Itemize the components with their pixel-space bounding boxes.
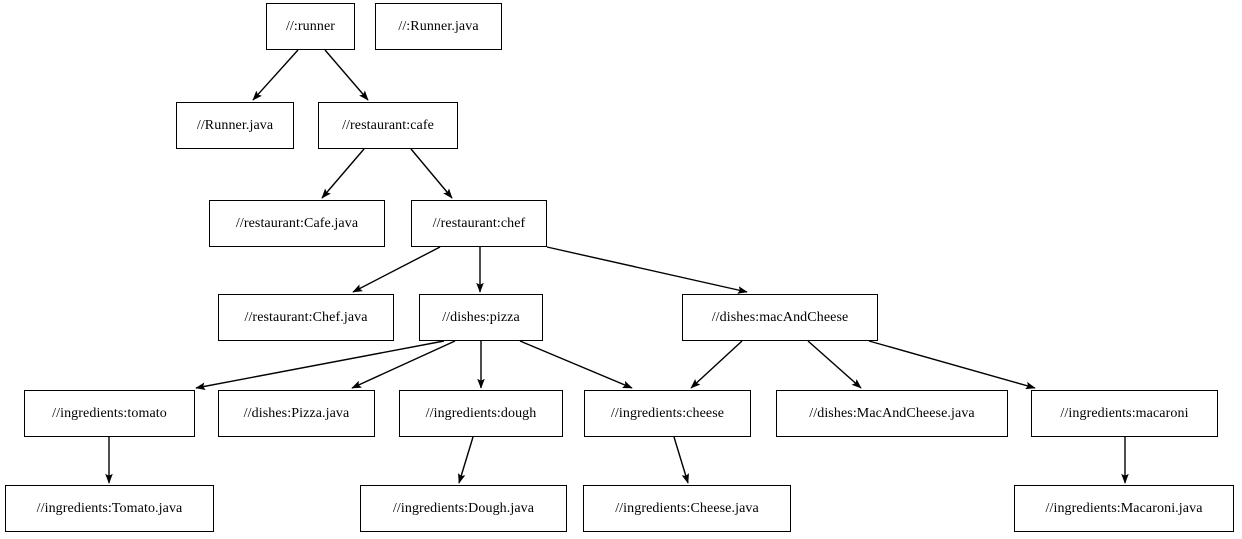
graph-edge-dishes_pizza-to-ing_cheese [519, 340, 633, 389]
graph-node-label: //ingredients:Cheese.java [615, 500, 759, 516]
graph-node-ing_cheese[interactable]: //ingredients:cheese [584, 390, 751, 437]
graph-edge-runner-to-runner_java [252, 49, 299, 101]
graph-node-label: //dishes:pizza [442, 309, 520, 325]
graph-edge-dishes_mac-to-dishes_mac_java [807, 340, 862, 389]
graph-node-runner_java[interactable]: //Runner.java [176, 102, 294, 149]
graph-edge-dishes_pizza-to-dishes_pizza_java [351, 340, 456, 389]
graph-node-label: //:runner [285, 18, 336, 34]
graph-node-label: //restaurant:Cafe.java [235, 215, 359, 231]
graph-edge-restaurant_cafe-to-restaurant_cafe_java [321, 148, 365, 199]
graph-node-ing_dough_java[interactable]: //ingredients:Dough.java [360, 485, 567, 532]
graph-node-dishes_mac[interactable]: //dishes:macAndCheese [682, 294, 878, 341]
graph-node-ing_macaroni_java[interactable]: //ingredients:Macaroni.java [1014, 485, 1234, 532]
graph-node-label: //dishes:MacAndCheese.java [809, 405, 975, 421]
graph-node-dishes_mac_java[interactable]: //dishes:MacAndCheese.java [776, 390, 1008, 437]
graph-edge-dishes_pizza-to-ing_tomato [195, 340, 445, 391]
graph-node-label: //ingredients:cheese [610, 405, 725, 421]
graph-node-ing_tomato[interactable]: //ingredients:tomato [24, 390, 195, 437]
graph-node-root_runner_java[interactable]: //:Runner.java [375, 3, 502, 50]
graph-node-ing_dough[interactable]: //ingredients:dough [399, 390, 563, 437]
graph-edge-restaurant_chef-to-dishes_mac [546, 246, 748, 294]
graph-edge-runner-to-restaurant_cafe [324, 49, 369, 101]
graph-node-label: //ingredients:tomato [52, 405, 167, 421]
graph-edge-restaurant_cafe-to-restaurant_chef [410, 148, 453, 199]
graph-node-ing_cheese_java[interactable]: //ingredients:Cheese.java [583, 485, 791, 532]
graph-edge-dishes_mac-to-ing_macaroni [868, 340, 1036, 390]
graph-node-ing_macaroni[interactable]: //ingredients:macaroni [1031, 390, 1218, 437]
graph-node-runner[interactable]: //:runner [266, 3, 355, 50]
graph-node-label: //restaurant:Chef.java [244, 309, 368, 325]
graph-node-label: //ingredients:Dough.java [392, 500, 535, 516]
graph-edge-dishes_mac-to-ing_cheese [690, 340, 743, 389]
graph-node-restaurant_chef_java[interactable]: //restaurant:Chef.java [218, 294, 394, 341]
graph-node-restaurant_cafe_java[interactable]: //restaurant:Cafe.java [209, 200, 385, 247]
graph-edge-ing_cheese-to-ing_cheese_java [673, 436, 689, 484]
graph-node-label: //ingredients:dough [425, 405, 537, 421]
graph-node-label: //ingredients:Macaroni.java [1045, 500, 1203, 516]
graph-node-label: //restaurant:cafe [342, 117, 434, 133]
graph-node-label: //restaurant:chef [432, 215, 526, 231]
graph-node-label: //dishes:macAndCheese [711, 309, 849, 325]
graph-node-label: //Runner.java [196, 117, 274, 133]
graph-node-label: //dishes:Pizza.java [243, 405, 350, 421]
graph-node-label: //ingredients:Tomato.java [36, 500, 183, 516]
graph-node-restaurant_chef[interactable]: //restaurant:chef [411, 200, 547, 247]
graph-node-label: //:Runner.java [398, 18, 479, 34]
graph-node-ing_tomato_java[interactable]: //ingredients:Tomato.java [5, 485, 214, 532]
graph-node-dishes_pizza_java[interactable]: //dishes:Pizza.java [218, 390, 375, 437]
graph-edge-ing_dough-to-ing_dough_java [458, 436, 474, 484]
graph-edge-restaurant_chef-to-restaurant_chef_java [352, 246, 441, 293]
graph-node-label: //ingredients:macaroni [1060, 405, 1189, 421]
graph-node-dishes_pizza[interactable]: //dishes:pizza [419, 294, 543, 341]
graph-node-restaurant_cafe[interactable]: //restaurant:cafe [318, 102, 458, 149]
